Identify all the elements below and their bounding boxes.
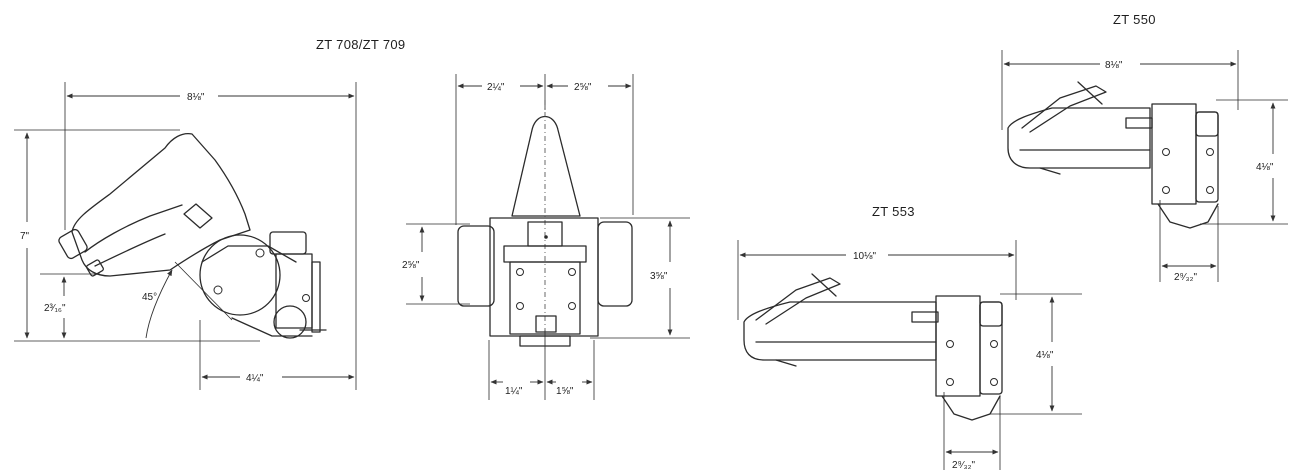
zt553-title: ZT 553 — [872, 204, 915, 219]
front-bottom-left-label: 1¼" — [505, 385, 523, 397]
zt553-depth-label: 2⁹⁄₃₂" — [952, 460, 975, 471]
front-right-height-label: 3⅝" — [650, 271, 668, 282]
front-top-right-label: 2⅝" — [574, 82, 592, 93]
zt550-depth-label: 2⁹⁄₃₂" — [1174, 272, 1197, 283]
zt550-view: ZT 550 8⅛" 4⅛" 2⁹⁄₃₂" — [1001, 12, 1288, 283]
zt708-low-height-label: 2³⁄₁₆" — [44, 303, 66, 314]
zt550-width-label: 8⅛" — [1105, 60, 1123, 71]
zt553-view: ZT 553 10⅛" 4⅛" 2⁹⁄₃₂" — [737, 204, 1082, 471]
zt550-height-label: 4⅛" — [1256, 162, 1274, 173]
zt550-title: ZT 550 — [1113, 12, 1156, 27]
zt708-side-view: ZT 708/ZT 709 8⅛" 7" 2³⁄₁₆" 45° 4¼" — [14, 37, 405, 390]
zt708-title: ZT 708/ZT 709 — [316, 37, 405, 52]
zt708-height-label: 7" — [20, 231, 30, 242]
front-left-height-label: 2⅝" — [402, 260, 420, 271]
zt708-base-length-label: 4¼" — [246, 372, 264, 384]
zt708-angle-label: 45° — [142, 292, 157, 303]
front-top-left-label: 2¼" — [487, 81, 505, 93]
zt553-height-label: 4⅛" — [1036, 350, 1054, 361]
zt553-width-label: 10⅛" — [853, 251, 876, 262]
zt708-width-label: 8⅛" — [187, 92, 205, 103]
front-bottom-right-label: 1⅝" — [556, 386, 574, 397]
front-view: 2¼" 2⅝" 2⅝" 3⅝" 1¼" 1⅝" — [402, 74, 690, 400]
